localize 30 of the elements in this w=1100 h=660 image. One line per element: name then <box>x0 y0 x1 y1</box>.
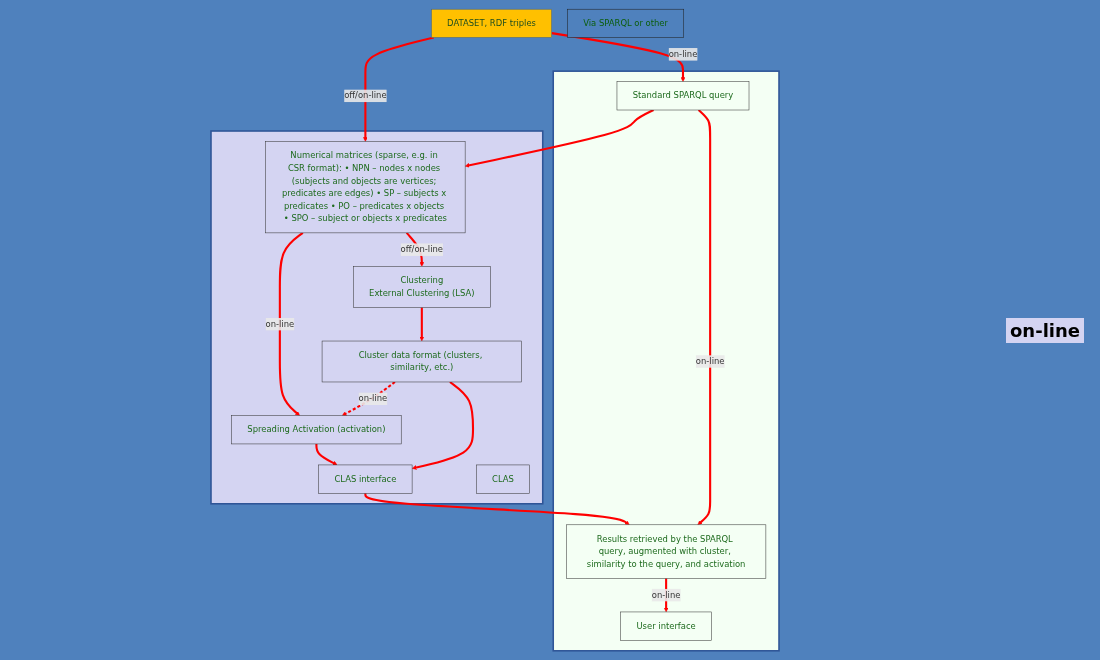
node-box: Spreading Activation (activation) <box>231 415 402 445</box>
edge-label: on-line <box>651 589 681 600</box>
edge-label: off/on-line <box>344 90 387 101</box>
node-box: Cluster data format (clusters, similarity, etc.) <box>321 340 522 383</box>
arrow <box>278 232 304 416</box>
node-box: Results retrieved by the SPARQL query, augmented with cluster, similarity to the query, and activation <box>566 524 767 579</box>
arrow <box>315 443 338 466</box>
cluster <box>552 70 780 652</box>
edge-label: on-line <box>668 49 698 60</box>
arrow <box>419 307 425 342</box>
node-box: User interface <box>620 611 712 641</box>
edge-label: on-line <box>358 393 388 404</box>
arrow <box>411 381 475 470</box>
arrow <box>697 109 712 525</box>
edge-label: on-line <box>265 318 295 329</box>
arrow <box>342 381 396 416</box>
node-box: DATASET, RDF triples <box>431 8 552 38</box>
arrow <box>551 32 686 82</box>
node-box: Numerical matrices (sparse, e.g. in CSR format): • NPN – nodes x nodes (subjects and objects are vertices; predicates are edges) • SP – subjects x predicates • PO – predicates x objects • SPO – subject or objects x predicates <box>265 141 466 234</box>
arrow <box>464 109 655 168</box>
node-box: Via SPARQL or other <box>567 8 684 38</box>
note-text: on-line <box>1006 317 1084 343</box>
node-box: Standard SPARQL query <box>616 81 750 111</box>
edge-label: off/on-line <box>400 244 444 255</box>
node-box: CLAS interface <box>318 464 413 494</box>
node-box: CLAS <box>476 464 530 494</box>
cluster <box>210 130 544 505</box>
edge-label: on-line <box>695 356 725 367</box>
node-box: Clustering External Clustering (LSA) <box>353 266 491 308</box>
arrow <box>363 36 435 142</box>
